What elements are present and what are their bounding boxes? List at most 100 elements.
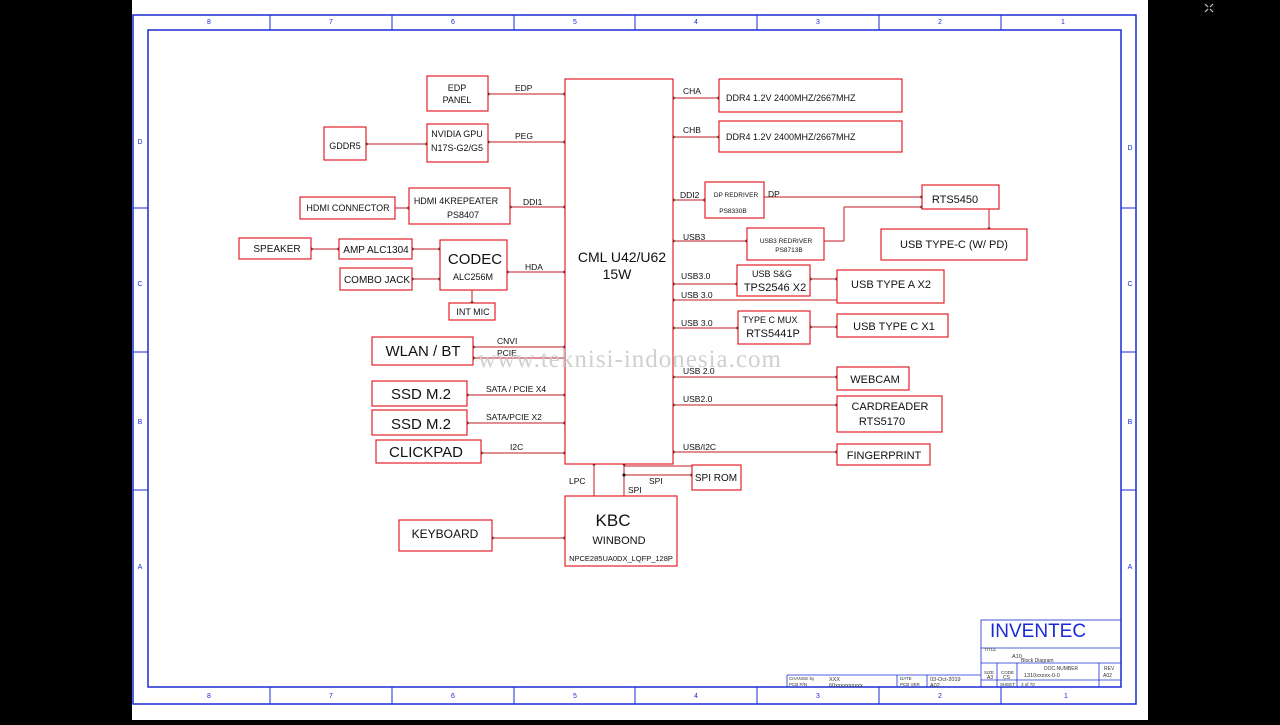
col-label-top: 7: [329, 19, 333, 26]
rts5450-box: [921, 184, 1000, 210]
col-label-bottom: 2: [938, 693, 942, 700]
title-label: TITLE: [984, 647, 996, 652]
rev-label: REV: [1104, 666, 1115, 672]
ddr4-b-box: [718, 120, 903, 153]
size-value: A3: [987, 675, 993, 681]
signal-label: PEG: [515, 131, 533, 141]
column-ticks: [133, 15, 1136, 704]
dp-redriver-label: PS8330B: [719, 208, 746, 215]
doc-label: DOC.NUMBER: [1044, 666, 1079, 672]
signal-label: USB 3.0: [681, 290, 713, 300]
col-label-top: 3: [816, 19, 820, 26]
hdmi-repeater-label: HDMI 4KREPEATER: [414, 196, 499, 206]
row-label-right: D: [1127, 145, 1132, 152]
schematic-sheet: 8 7 6 5 4 3 2 1 8 7 6 5 4 3 2 1 D C B A …: [132, 0, 1148, 720]
keyboard-box: [398, 519, 493, 552]
ddr4-b-label: DDR4 1.2V 2400MHZ/2667MHZ: [726, 132, 856, 142]
usb-type-c-label: USB TYPE C X1: [853, 321, 935, 333]
speaker-label: SPEAKER: [253, 244, 300, 255]
rts5450-label: RTS5450: [932, 194, 978, 206]
size-label: SIZE: [984, 670, 994, 675]
nvidia-gpu-label: N17S-G2/G5: [431, 143, 483, 153]
fingerprint-label: FINGERPRINT: [847, 450, 922, 462]
col-label-bottom: 1: [1064, 693, 1068, 700]
col-label-bottom: 8: [207, 693, 211, 700]
typec-mux-box: [737, 310, 811, 345]
title-line1: A10: [1012, 654, 1022, 660]
signal-label: USB3: [683, 232, 705, 242]
gddr5-box: [323, 126, 367, 161]
codec-label: CODEC: [448, 251, 502, 268]
webcam-label: WEBCAM: [850, 374, 900, 386]
ssd-1-box: [371, 380, 468, 407]
spi-rom-label: SPI ROM: [695, 473, 737, 484]
cpu-label: CML U42/U62: [578, 249, 666, 265]
signal-label: USB 3.0: [681, 318, 713, 328]
usb-typec-pd-label: USB TYPE-C (W/ PD): [900, 239, 1008, 251]
row-label-right: B: [1128, 419, 1133, 426]
hdmi-repeater-box: [408, 187, 511, 225]
hdmi-connector-box: [299, 196, 396, 220]
code-label: CODE: [1001, 670, 1014, 675]
codec-label: ALC256M: [453, 272, 493, 282]
col-label-top: 8: [207, 19, 211, 26]
webcam-box: [836, 366, 910, 391]
hdmi-repeater-label: PS8407: [447, 210, 479, 220]
ssd-2-label: SSD M.2: [391, 416, 451, 433]
date-value: 03-Oct-2019: [930, 677, 961, 683]
title-line2: Block Diagram: [1021, 658, 1054, 664]
signal-label: DDI1: [523, 197, 543, 207]
hdmi-connector-label: HDMI CONNECTOR: [306, 203, 390, 213]
typec-mux-label: RTS5441P: [746, 328, 800, 340]
amp-box: [338, 238, 413, 260]
signal-label: USB3.0: [681, 271, 711, 281]
watermark: www.teknisi-indonesia.com: [478, 346, 782, 373]
rev-value: A02: [1103, 673, 1112, 679]
usb-sg-label: USB S&G: [752, 269, 792, 279]
signal-label: DP: [768, 189, 780, 199]
pcb-pn-label: PCB P/N: [789, 682, 807, 687]
gddr5-label: GDDR5: [329, 141, 361, 151]
cardreader-label: RTS5170: [859, 416, 905, 428]
row-label-left: B: [138, 419, 143, 426]
int-mic-box: [448, 302, 496, 321]
clickpad-label: CLICKPAD: [389, 444, 463, 461]
kbc-label: WINBOND: [592, 535, 645, 547]
usb-sg-box: [736, 264, 811, 297]
usb-sg-label: TPS2546 X2: [744, 282, 806, 294]
company-name: INVENTEC: [990, 621, 1086, 642]
usb3-redriver-box: [746, 227, 825, 261]
signal-label: CHA: [683, 86, 701, 96]
cpu-label: 15W: [603, 266, 633, 282]
pcb-pn-value: 60xxxxxxxxxx: [829, 683, 863, 689]
ddr4-a-label: DDR4 1.2V 2400MHZ/2667MHZ: [726, 93, 856, 103]
cpu-box: [564, 78, 674, 465]
usb3-redriver-label: PS8713B: [775, 247, 802, 254]
signal-label: USB/I2C: [683, 442, 716, 452]
speaker-box: [238, 237, 312, 260]
cardreader-box: [836, 395, 943, 433]
row-label-left: C: [137, 281, 142, 288]
nvidia-gpu-box: [426, 123, 489, 163]
signal-label: SPI: [649, 476, 663, 486]
pcb-ver-label: PCB VER: [900, 682, 921, 687]
close-x-icon[interactable]: [1204, 3, 1214, 16]
wlan-bt-box: [371, 336, 474, 366]
signal-label: SPI: [628, 485, 642, 495]
kbc-box: [564, 495, 678, 567]
nvidia-gpu-label: NVIDIA GPU: [431, 129, 483, 139]
signal-label: DDI2: [680, 190, 700, 200]
usb-typec-pd-box: [880, 228, 1028, 261]
edp-panel-box: [426, 75, 489, 112]
clickpad-box: [375, 439, 482, 464]
signal-label: CNVI: [497, 336, 517, 346]
signal-label: EDP: [515, 83, 533, 93]
kbc-part-label: NPCE285UA0DX_LQFP_128P: [569, 554, 673, 563]
row-label-right: C: [1127, 281, 1132, 288]
cardreader-label: CARDREADER: [851, 401, 928, 413]
signal-label: SATA / PCIE X4: [486, 384, 546, 394]
signal-label: LPC: [569, 476, 586, 486]
row-label-left: D: [137, 139, 142, 146]
int-mic-label: INT MIC: [456, 307, 490, 317]
row-label-left: A: [138, 564, 143, 571]
